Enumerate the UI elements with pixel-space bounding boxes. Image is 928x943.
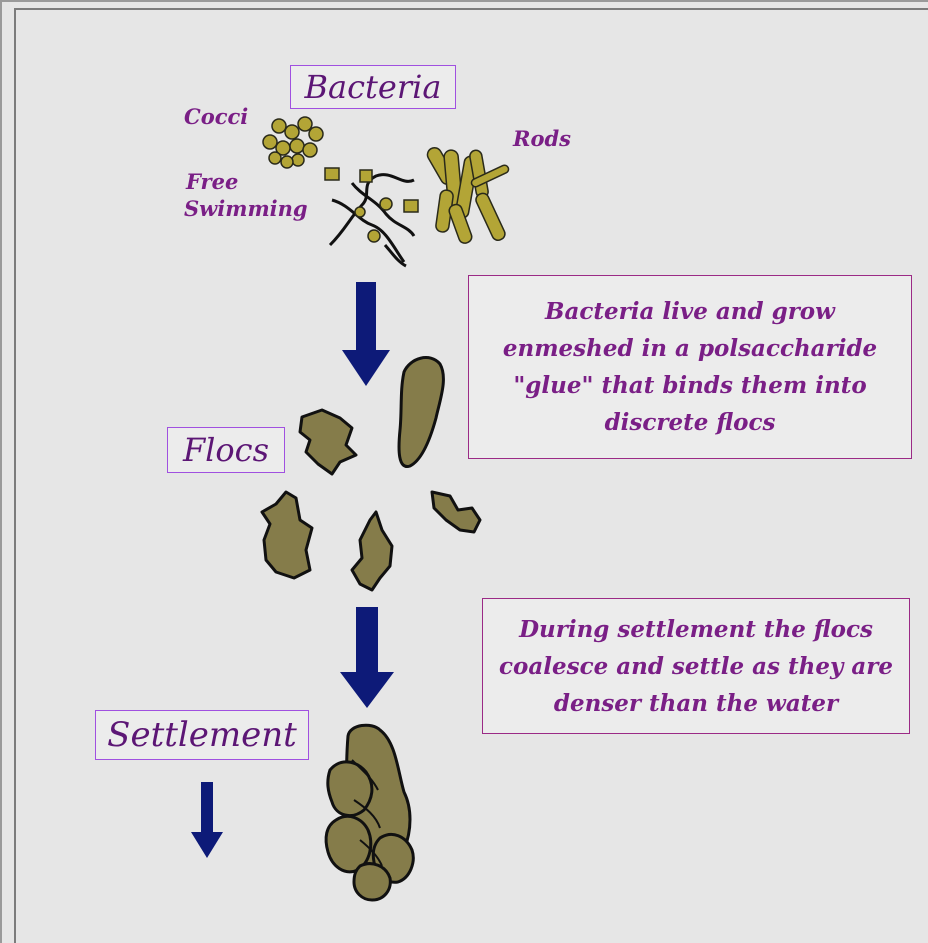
floc-2 (399, 358, 443, 467)
free-swimming-bacteria (325, 168, 418, 266)
cocci-cluster (263, 117, 323, 168)
floc-4 (352, 512, 392, 590)
floc-shapes (262, 358, 480, 590)
arrow-down-icon (191, 782, 223, 858)
arrow-down-icon (342, 282, 390, 386)
floc-3 (262, 492, 312, 578)
floc-5 (432, 492, 480, 532)
rod-bacteria-group (425, 145, 510, 245)
floc-1 (300, 410, 356, 474)
arrow-down-icon (340, 607, 394, 708)
